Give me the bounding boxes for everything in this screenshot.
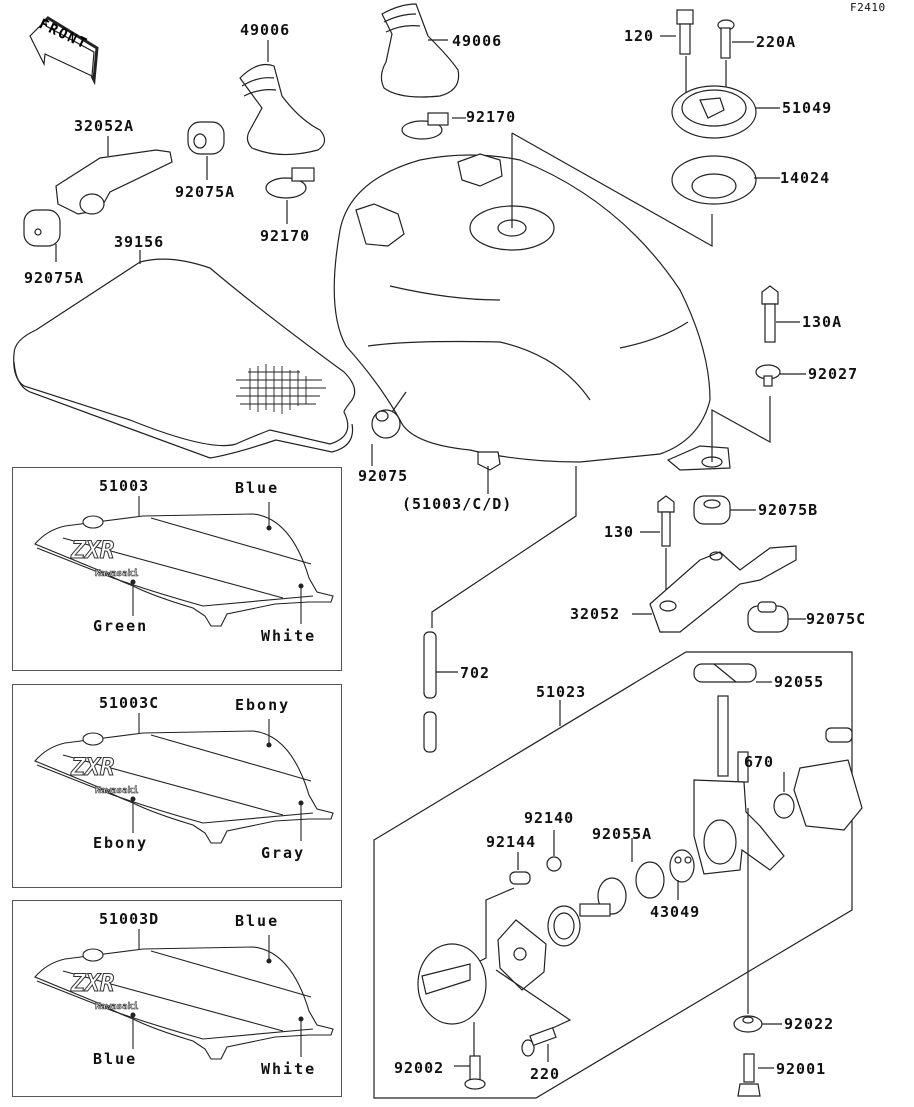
part-label-92075[interactable]: 92075: [358, 467, 409, 485]
tank-color-lower-right: White: [261, 627, 317, 645]
tank-color-top: Ebony: [235, 696, 291, 714]
screw-220A[interactable]: [717, 19, 735, 98]
tank-variant-drawing: ZXR Kawasaki: [34, 713, 334, 844]
clamp-92170-upper[interactable]: [401, 112, 466, 140]
part-label-92055[interactable]: 92055: [774, 673, 825, 691]
tank-variant-part-number[interactable]: 51003C: [99, 694, 160, 712]
damper-92075A-bottom[interactable]: [23, 209, 61, 262]
valve-plunger[interactable]: [579, 877, 627, 917]
bolt-92001[interactable]: [737, 1053, 774, 1097]
fuel-tank[interactable]: [333, 132, 771, 628]
part-label-130[interactable]: 130: [604, 523, 635, 541]
lever-knob[interactable]: [417, 943, 487, 1056]
part-label-92075A-top[interactable]: 92075A: [175, 183, 236, 201]
tank-color-lower-left: Blue: [93, 1050, 138, 1068]
part-label-92075A-bottom[interactable]: 92075A: [24, 269, 85, 287]
part-label-120[interactable]: 120: [624, 27, 655, 45]
part-label-92055A[interactable]: 92055A: [592, 825, 653, 843]
part-label-51049[interactable]: 51049: [782, 99, 833, 117]
washer-92022[interactable]: [733, 1015, 782, 1033]
ball-92140[interactable]: [546, 830, 562, 872]
tank-color-lower-right: Gray: [261, 844, 306, 862]
bracket-32052A[interactable]: [55, 136, 173, 215]
kawasaki-logo: Kawasaki: [95, 568, 139, 579]
clamp-92170-lower[interactable]: [265, 167, 315, 224]
tank-variant-part-number[interactable]: 51003D: [99, 910, 160, 928]
part-label-92001[interactable]: 92001: [776, 1060, 827, 1078]
damper-92075A-top[interactable]: [187, 121, 225, 180]
tube-702[interactable]: [423, 631, 458, 753]
zxr-logo: ZXR: [70, 969, 114, 997]
part-label-92170-upper[interactable]: 92170: [466, 108, 517, 126]
tank-color-lower-left: Green: [93, 617, 149, 635]
part-label-43049[interactable]: 43049: [650, 903, 701, 921]
damper-92075B[interactable]: [693, 495, 731, 525]
part-label-702[interactable]: 702: [460, 664, 491, 682]
tank-color-top: Blue: [235, 912, 280, 930]
tank-color-top: Blue: [235, 479, 280, 497]
cover-plate[interactable]: [793, 727, 863, 831]
zxr-logo: ZXR: [70, 536, 114, 564]
part-label-92002[interactable]: 92002: [394, 1059, 445, 1077]
part-label-14024[interactable]: 14024: [780, 169, 831, 187]
part-label-130A[interactable]: 130A: [802, 313, 843, 331]
cap-plate-51049[interactable]: [671, 85, 757, 139]
tank-variant-panel[interactable]: ZXR Kawasaki 51003 Blue Green White: [12, 467, 342, 671]
tank-color-lower-left: Ebony: [93, 834, 149, 852]
part-label-92170-lower[interactable]: 92170: [260, 227, 311, 245]
tank-variant-panel[interactable]: ZXR Kawasaki 51003D Blue Blue White: [12, 900, 342, 1097]
part-label-220[interactable]: 220: [530, 1065, 561, 1083]
bolt-130[interactable]: [657, 495, 675, 602]
kawasaki-logo: Kawasaki: [95, 1001, 139, 1012]
part-label-51003-ref[interactable]: (51003/C/D): [402, 495, 513, 513]
tank-variant-drawing: ZXR Kawasaki: [34, 496, 334, 627]
gasket-43049[interactable]: [669, 849, 695, 900]
front-arrow-icon: [29, 16, 99, 86]
zxr-logo: ZXR: [70, 753, 114, 781]
collar-92027[interactable]: [755, 364, 781, 387]
pad-39156[interactable]: [13, 250, 356, 459]
valve-seal[interactable]: [547, 905, 581, 947]
tank-variant-drawing: ZXR Kawasaki: [34, 929, 334, 1060]
part-label-51023[interactable]: 51023: [536, 683, 587, 701]
part-label-92022[interactable]: 92022: [784, 1015, 835, 1033]
o-ring-670[interactable]: [773, 772, 795, 819]
part-label-49006-right[interactable]: 49006: [452, 32, 503, 50]
screw-92002[interactable]: [464, 1055, 486, 1090]
kawasaki-logo: Kawasaki: [95, 785, 139, 796]
damper-92075C[interactable]: [747, 601, 789, 633]
part-label-670[interactable]: 670: [744, 753, 775, 771]
grommet-92075[interactable]: [371, 391, 407, 466]
part-label-92027[interactable]: 92027: [808, 365, 859, 383]
tank-color-lower-right: White: [261, 1060, 317, 1078]
o-ring-92055A[interactable]: [631, 838, 665, 899]
part-label-92075B[interactable]: 92075B: [758, 501, 819, 519]
fuel-cock-body[interactable]: [693, 695, 785, 1014]
part-label-92144[interactable]: 92144: [486, 833, 537, 851]
hose-49006-right[interactable]: [380, 3, 460, 98]
bolt-120[interactable]: [676, 9, 694, 94]
figure-id: F2410: [850, 1, 886, 14]
part-label-220A[interactable]: 220A: [756, 33, 797, 51]
hose-49006-left[interactable]: [239, 40, 326, 156]
cap-ring-14024[interactable]: [671, 155, 757, 205]
part-label-32052A[interactable]: 32052A: [74, 117, 135, 135]
tank-variant-panel[interactable]: ZXR Kawasaki 51003C Ebony Ebony Gray: [12, 684, 342, 888]
part-label-92140[interactable]: 92140: [524, 809, 575, 827]
part-label-49006-left[interactable]: 49006: [240, 21, 291, 39]
part-label-92075C[interactable]: 92075C: [806, 610, 867, 628]
part-label-32052[interactable]: 32052: [570, 605, 621, 623]
bolt-130A[interactable]: [761, 285, 779, 343]
part-label-39156[interactable]: 39156: [114, 233, 165, 251]
bracket-32052[interactable]: [649, 545, 797, 633]
tank-variant-part-number[interactable]: 51003: [99, 477, 150, 495]
gasket-92055[interactable]: [693, 663, 772, 683]
screw-220[interactable]: [521, 1027, 557, 1062]
fuel-cock-group-frame: [373, 651, 853, 1099]
